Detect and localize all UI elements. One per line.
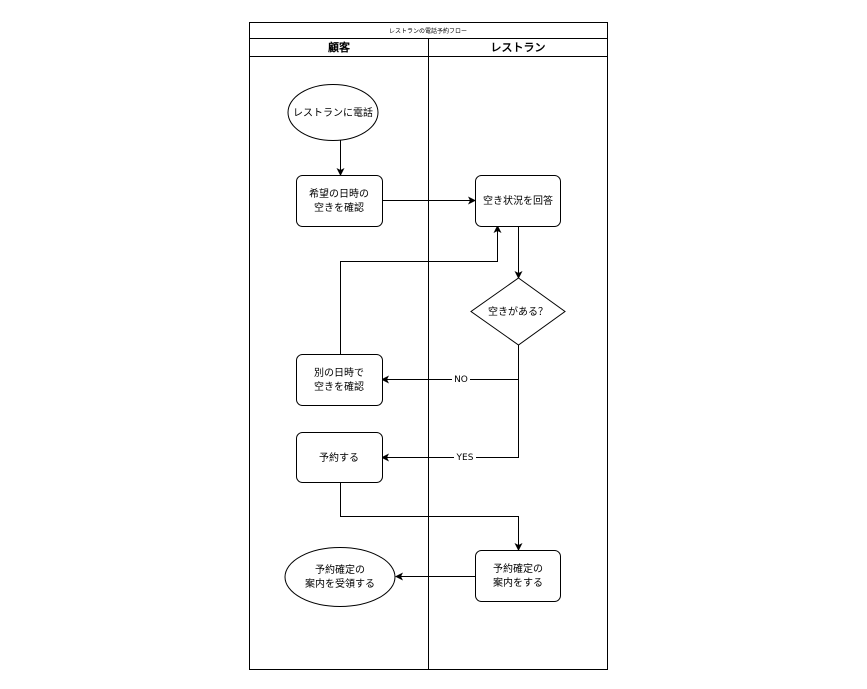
node-receive: 予約確定の 案内を受領する: [284, 547, 396, 607]
svg-text:案内をする: 案内をする: [493, 576, 543, 589]
edge-yes: [381, 379, 519, 462]
lane-header-customer: 顧客: [328, 40, 351, 54]
svg-text:空き状況を回答: 空き状況を回答: [483, 194, 553, 207]
svg-text:空きがある？: 空きがある？: [488, 305, 548, 318]
edge-label-yes: YES: [456, 453, 474, 463]
node-decision: 空きがある？: [470, 277, 566, 346]
edge-label-no: NO: [454, 375, 468, 385]
svg-text:案内を受領する: 案内を受領する: [305, 577, 375, 590]
edge-reserve-to-confirm: [340, 482, 523, 551]
svg-text:希望の日時の: 希望の日時の: [309, 187, 369, 200]
diagram-title: レストランの電話予約フロー: [389, 27, 467, 35]
svg-text:空きを確認: 空きを確認: [314, 201, 364, 214]
svg-text:別の日時で: 別の日時で: [314, 367, 364, 379]
node-answer: 空き状況を回答: [475, 175, 561, 227]
svg-text:予約確定の: 予約確定の: [493, 562, 543, 575]
node-confirm: 予約確定の 案内をする: [475, 550, 561, 602]
svg-text:予約確定の: 予約確定の: [315, 563, 365, 576]
svg-text:空きを確認: 空きを確認: [314, 380, 364, 393]
node-call: レストランに電話: [287, 84, 379, 141]
node-check-desired: 希望の日時の 空きを確認: [296, 175, 383, 227]
lane-header-restaurant: レストラン: [491, 41, 546, 54]
node-check-other: 別の日時で 空きを確認: [296, 354, 383, 406]
edge-retry: [340, 225, 502, 354]
svg-text:予約する: 予約する: [319, 451, 359, 464]
svg-text:レストランに電話: レストランに電話: [293, 106, 373, 119]
node-reserve: 予約する: [296, 432, 383, 483]
